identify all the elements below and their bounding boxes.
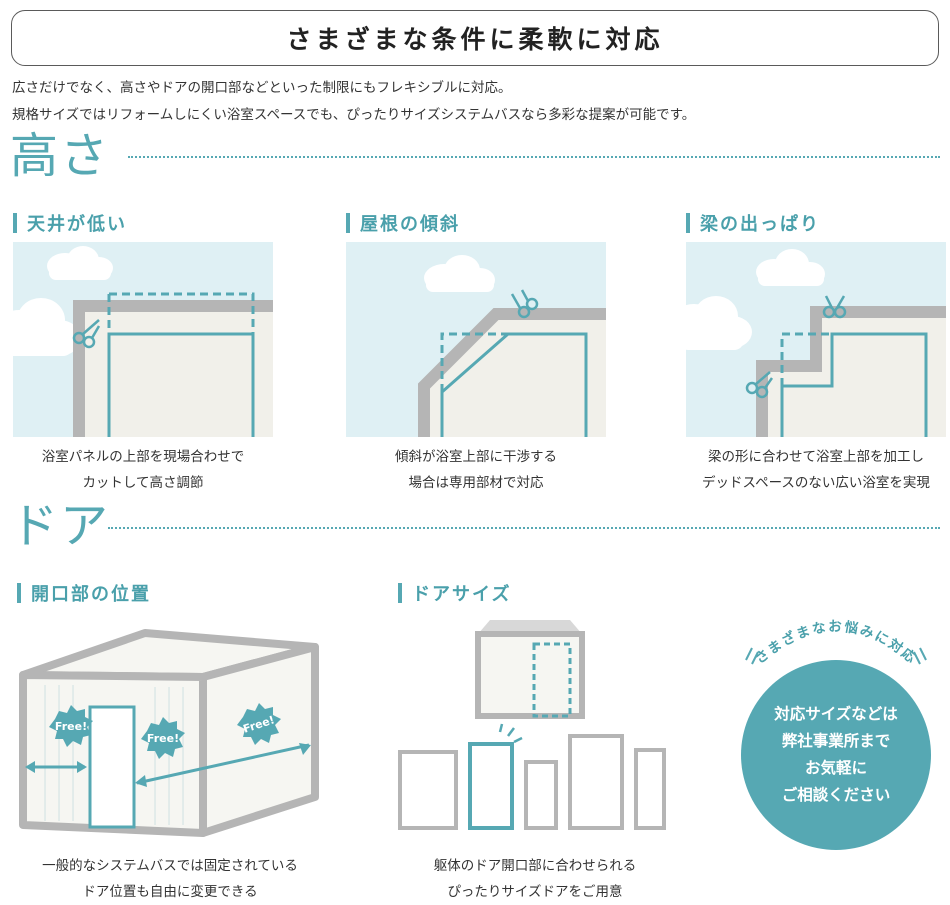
consult-line: お気軽に bbox=[804, 759, 867, 777]
case-roof-slope-heading: 屋根の傾斜 bbox=[346, 212, 460, 235]
case-beam-label: 梁の出っぱり bbox=[700, 214, 820, 235]
caption-line: 傾斜が浴室上部に干渉する bbox=[395, 449, 557, 465]
caption-line: 浴室パネルの上部を現場合わせで bbox=[41, 449, 245, 465]
low-ceiling-illustration bbox=[13, 242, 273, 437]
door-section-heading: ドア bbox=[10, 498, 110, 554]
roof-slope-illustration bbox=[346, 242, 606, 437]
caption-line: ドア位置も自由に変更できる bbox=[82, 884, 258, 900]
door-heading-divider bbox=[108, 527, 940, 529]
opening-position-illustration: Free! Free! Free! bbox=[15, 625, 325, 840]
heading-bar bbox=[13, 213, 17, 233]
highlight-ray-icon bbox=[498, 723, 523, 744]
intro-line-1: 広さだけでなく、高さやドアの開口部などといった制限にもフレキシブルに対応。 bbox=[12, 80, 512, 96]
height-heading-divider bbox=[128, 156, 940, 158]
free-badge-icon: Free! bbox=[49, 705, 93, 747]
title-banner: さまざまな条件に柔軟に対応 bbox=[11, 10, 939, 66]
case-door-size-label: ドアサイズ bbox=[412, 584, 512, 605]
caption-line: カットして高さ調節 bbox=[82, 475, 204, 491]
caption-line: 梁の形に合わせて浴室上部を加工し bbox=[708, 449, 924, 465]
caption-line: 躯体のドア開口部に合わせられる bbox=[433, 858, 637, 874]
heading-bar bbox=[398, 583, 402, 603]
consult-arc-label: さまざまなお悩みに対応 bbox=[736, 600, 936, 670]
free-badge-icon: Free! bbox=[237, 703, 281, 745]
intro-line-2: 規格サイズではリフォームしにくい浴室スペースでも、ぴったりサイズシステムバスなら… bbox=[12, 107, 696, 123]
free-badge-text: Free! bbox=[147, 732, 179, 745]
beam-caption: 梁の形に合わせて浴室上部を加工し デッドスペースのない広い浴室を実現 bbox=[686, 444, 946, 496]
case-door-size-heading: ドアサイズ bbox=[398, 582, 512, 605]
caption-line: デッドスペースのない広い浴室を実現 bbox=[702, 475, 930, 491]
case-opening-position-label: 開口部の位置 bbox=[31, 584, 151, 605]
consult-line: ご相談ください bbox=[781, 786, 891, 804]
consult-line: 弊社事業所まで bbox=[781, 732, 891, 750]
case-roof-slope-label: 屋根の傾斜 bbox=[360, 214, 460, 235]
low-ceiling-caption: 浴室パネルの上部を現場合わせで カットして高さ調節 bbox=[13, 444, 273, 496]
scissors-icon bbox=[72, 319, 101, 349]
page-title: さまざまな条件に柔軟に対応 bbox=[286, 25, 664, 54]
door-heading-text: ドア bbox=[10, 498, 111, 554]
case-low-ceiling-label: 天井が低い bbox=[27, 214, 127, 235]
door-size-caption: 躯体のドア開口部に合わせられる ぴったりサイズドアをご用意 bbox=[390, 853, 680, 905]
case-low-ceiling-heading: 天井が低い bbox=[13, 212, 127, 235]
roof-slope-caption: 傾斜が浴室上部に干渉する 場合は専用部材で対応 bbox=[346, 444, 606, 496]
beam-illustration bbox=[686, 242, 946, 437]
caption-line: 一般的なシステムバスでは固定されている bbox=[42, 858, 298, 874]
free-badge-text: Free! bbox=[55, 720, 87, 733]
heading-bar bbox=[346, 213, 350, 233]
scissors-icon bbox=[510, 289, 539, 319]
case-opening-position-heading: 開口部の位置 bbox=[17, 582, 151, 605]
caption-line: 場合は専用部材で対応 bbox=[408, 475, 544, 491]
scissors-icon bbox=[745, 295, 847, 399]
door-size-illustration bbox=[390, 612, 680, 837]
opening-position-caption: 一般的なシステムバスでは固定されている ドア位置も自由に変更できる bbox=[15, 853, 325, 905]
height-section-heading: 高さ bbox=[10, 128, 110, 184]
height-heading-text: 高さ bbox=[10, 128, 111, 184]
consult-line: 対応サイズなどは bbox=[774, 705, 898, 723]
case-beam-heading: 梁の出っぱり bbox=[686, 212, 820, 235]
caption-line: ぴったりサイズドアをご用意 bbox=[447, 884, 623, 900]
heading-bar bbox=[17, 583, 21, 603]
free-badge-icon: Free! bbox=[141, 717, 185, 759]
consult-circle: 対応サイズなどは 弊社事業所まで お気軽に ご相談ください bbox=[741, 660, 931, 850]
heading-bar bbox=[686, 213, 690, 233]
